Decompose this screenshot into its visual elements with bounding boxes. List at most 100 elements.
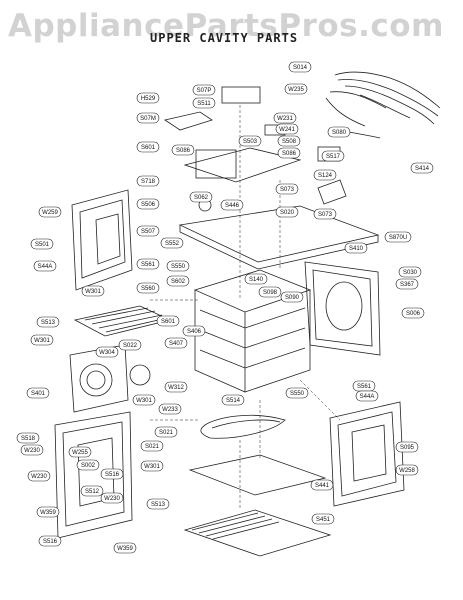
part-callout[interactable]: S516 <box>38 535 62 547</box>
part-callout[interactable]: S030 <box>398 266 422 278</box>
callout-bubble <box>68 446 92 458</box>
part-callout[interactable]: S550 <box>166 260 190 272</box>
part-callout[interactable]: S506 <box>136 198 160 210</box>
callout-bubble <box>26 387 50 399</box>
part-callout[interactable]: S512 <box>80 485 104 497</box>
part-callout[interactable]: S503 <box>238 135 262 147</box>
callout-label: S124 <box>318 173 333 179</box>
part-callout[interactable]: S414 <box>410 162 434 174</box>
part-callout[interactable]: S124 <box>313 169 337 181</box>
callout-label: S086 <box>176 148 191 154</box>
part-callout[interactable]: S602 <box>166 275 190 287</box>
callout-label: S516 <box>43 539 58 545</box>
part-callout[interactable]: W259 <box>38 206 62 218</box>
part-callout[interactable]: S086 <box>171 144 195 156</box>
callout-label: S090 <box>285 295 300 301</box>
callout-bubble <box>275 183 299 195</box>
part-callout[interactable]: S07M <box>136 112 160 124</box>
part-callout[interactable]: W304 <box>95 346 119 358</box>
part-callout[interactable]: S552 <box>160 237 184 249</box>
part-callout[interactable]: W301 <box>81 285 105 297</box>
callout-bubble <box>30 238 54 250</box>
callout-bubble <box>140 460 164 472</box>
callout-bubble <box>344 242 368 254</box>
part-callout[interactable]: W230 <box>20 444 44 456</box>
part-callout[interactable]: S080 <box>327 126 351 138</box>
part-callout[interactable]: S406 <box>182 325 206 337</box>
callout-label: W304 <box>99 350 115 356</box>
part-callout[interactable]: S086 <box>277 147 301 159</box>
part-callout[interactable]: W301 <box>132 394 156 406</box>
part-callout[interactable]: S511 <box>192 97 216 109</box>
part-callout[interactable]: S561 <box>352 380 376 392</box>
callout-label: W301 <box>85 289 101 295</box>
part-callout[interactable]: W241 <box>275 123 299 135</box>
part-callout[interactable]: S44A <box>355 390 379 402</box>
part-callout[interactable]: S44A <box>33 260 57 272</box>
callout-label: S44A <box>38 264 53 270</box>
part-callout[interactable]: S870U <box>384 231 412 243</box>
part-callout[interactable]: S401 <box>26 387 50 399</box>
part-callout[interactable]: W359 <box>113 542 137 554</box>
part-callout[interactable]: S501 <box>30 238 54 250</box>
part-callout[interactable]: S020 <box>275 206 299 218</box>
part-callout[interactable]: S073 <box>275 183 299 195</box>
part-callout[interactable]: S518 <box>16 432 40 444</box>
callout-bubble <box>221 394 245 406</box>
part-callout[interactable]: S441 <box>310 479 334 491</box>
part-callout[interactable]: S516 <box>100 468 124 480</box>
part-callout[interactable]: W231 <box>273 112 297 124</box>
part-callout[interactable]: S006 <box>401 307 425 319</box>
part-callout[interactable]: S451 <box>311 513 335 525</box>
callout-label: W255 <box>72 450 88 456</box>
part-callout[interactable]: W255 <box>68 446 92 458</box>
part-callout[interactable]: S014 <box>288 61 312 73</box>
callout-label: S561 <box>357 384 372 390</box>
part-callout[interactable]: W359 <box>36 506 60 518</box>
part-callout[interactable]: S507 <box>136 225 160 237</box>
part-callout[interactable]: S073 <box>313 208 337 220</box>
part-callout[interactable]: W233 <box>158 403 182 415</box>
wire-harness-drawing <box>325 71 441 139</box>
part-callout[interactable]: S090 <box>280 291 304 303</box>
callout-bubble <box>132 394 156 406</box>
callout-label: S518 <box>21 436 36 442</box>
part-callout[interactable]: W301 <box>140 460 164 472</box>
part-callout[interactable]: S095 <box>395 441 419 453</box>
part-callout[interactable]: W230 <box>27 470 51 482</box>
part-callout[interactable]: S140 <box>244 273 268 285</box>
part-callout[interactable]: S561 <box>136 258 160 270</box>
part-callout[interactable]: S021 <box>154 426 178 438</box>
part-callout[interactable]: W230 <box>100 492 124 504</box>
part-callout[interactable]: S601 <box>136 141 160 153</box>
callout-label: W312 <box>168 385 184 391</box>
bottom-tray-drawing <box>183 509 332 557</box>
part-callout[interactable]: S062 <box>189 191 213 203</box>
callout-label: S140 <box>249 277 264 283</box>
part-callout[interactable]: S517 <box>321 150 345 162</box>
part-callout[interactable]: S021 <box>140 440 164 452</box>
part-callout[interactable]: S514 <box>221 394 245 406</box>
callout-bubble <box>275 123 299 135</box>
part-callout[interactable]: S07P <box>192 84 216 96</box>
part-callout[interactable]: W312 <box>164 381 188 393</box>
part-callout[interactable]: W235 <box>284 83 308 95</box>
part-callout[interactable]: S410 <box>344 242 368 254</box>
part-callout[interactable]: S002 <box>76 459 100 471</box>
part-callout[interactable]: S560 <box>136 282 160 294</box>
part-callout[interactable]: S446 <box>220 199 244 211</box>
part-callout[interactable]: H529 <box>136 92 160 104</box>
part-callout[interactable]: S601 <box>156 315 180 327</box>
part-callout[interactable]: S098 <box>258 286 282 298</box>
part-callout[interactable]: S367 <box>395 278 419 290</box>
part-callout[interactable]: S718 <box>136 175 160 187</box>
part-callout[interactable]: S513 <box>36 316 60 328</box>
part-callout[interactable]: S407 <box>164 337 188 349</box>
part-callout[interactable]: W301 <box>30 334 54 346</box>
callout-label: S441 <box>315 483 330 489</box>
part-callout[interactable]: S550 <box>285 387 309 399</box>
part-callout[interactable]: S022 <box>118 339 142 351</box>
part-callout[interactable]: S513 <box>146 498 170 510</box>
part-callout[interactable]: S508 <box>277 135 301 147</box>
part-callout[interactable]: W258 <box>395 464 419 476</box>
